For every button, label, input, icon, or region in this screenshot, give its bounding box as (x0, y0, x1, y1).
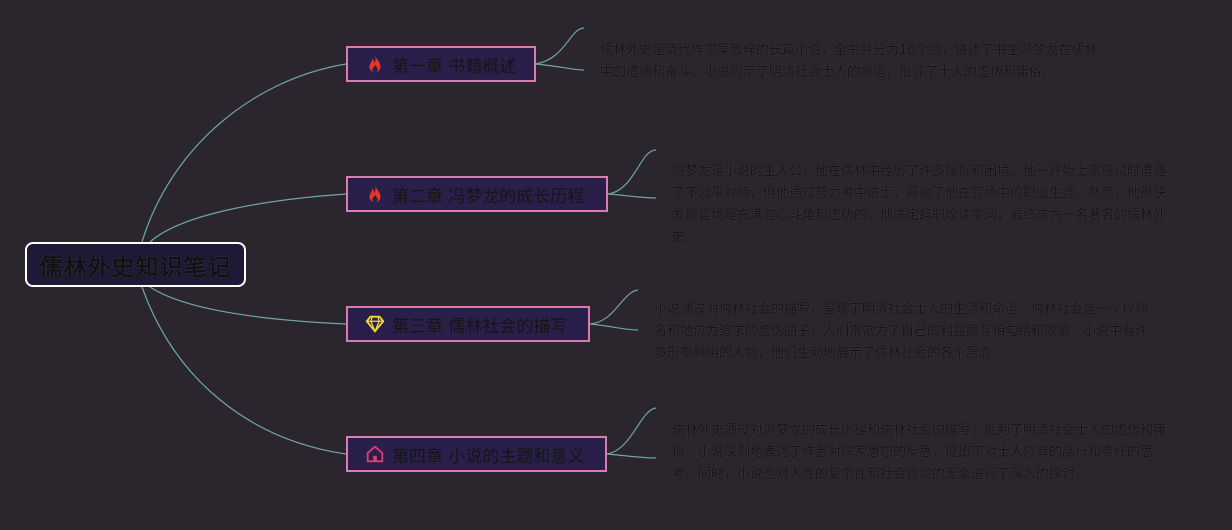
chapter-node-3[interactable]: 第三章 儒林社会的描写 (346, 306, 590, 342)
chapter-title: 第二章 冯梦龙的成长历程 (392, 186, 585, 207)
chapter-node-1[interactable]: 第一章 书籍概述 (346, 46, 536, 82)
connector-root-ch2 (149, 193, 347, 243)
home-icon (364, 443, 386, 465)
connector-root-ch4 (141, 286, 347, 455)
connector-root-ch3 (149, 286, 347, 325)
connector-ch3-note-b (589, 323, 639, 331)
connector-ch4-note-b (606, 453, 657, 459)
fire-icon (364, 183, 386, 205)
chapter-note-4: 儒林外史通过对冯梦龙的成长历程和儒林社会的描写，批判了明清社会士人的虚伪和庸俗。… (672, 423, 1167, 482)
diamond-icon (364, 313, 386, 335)
connector-ch1-note (534, 27, 585, 65)
chapter-note-1: 儒林外史是清代作家吴敬梓的长篇小说，全书共分为10个回，讲述了书生冯梦龙在儒林中… (600, 43, 1098, 80)
connector-ch3-note (589, 289, 639, 325)
connector-root-ch1 (141, 63, 347, 243)
chapter-note-2: 冯梦龙是小说的主人公，他在儒林中经历了许多挫折和困境。他一开始上京应试时遭遇了不… (672, 164, 1167, 245)
chapter-note-3: 小说通过对儒林社会的描写，呈现了明清社会士人的生活和命运。儒林社会是一个以功名和… (654, 302, 1149, 361)
chapter-node-2[interactable]: 第二章 冯梦龙的成长历程 (346, 176, 608, 212)
chapter-node-4[interactable]: 第四章 小说的主题和意义 (346, 436, 607, 472)
connector-ch4-note (606, 407, 657, 455)
fire-icon (364, 53, 386, 75)
connector-ch1-note-b (534, 63, 585, 71)
chapter-title: 第三章 儒林社会的描写 (392, 316, 568, 337)
root-node[interactable]: 儒林外史知识笔记 (25, 242, 246, 287)
connector-ch2-note-b (607, 193, 657, 199)
connector-ch2-note (607, 149, 657, 195)
chapter-title: 第四章 小说的主题和意义 (392, 446, 585, 467)
chapter-title: 第一章 书籍概述 (392, 56, 517, 77)
